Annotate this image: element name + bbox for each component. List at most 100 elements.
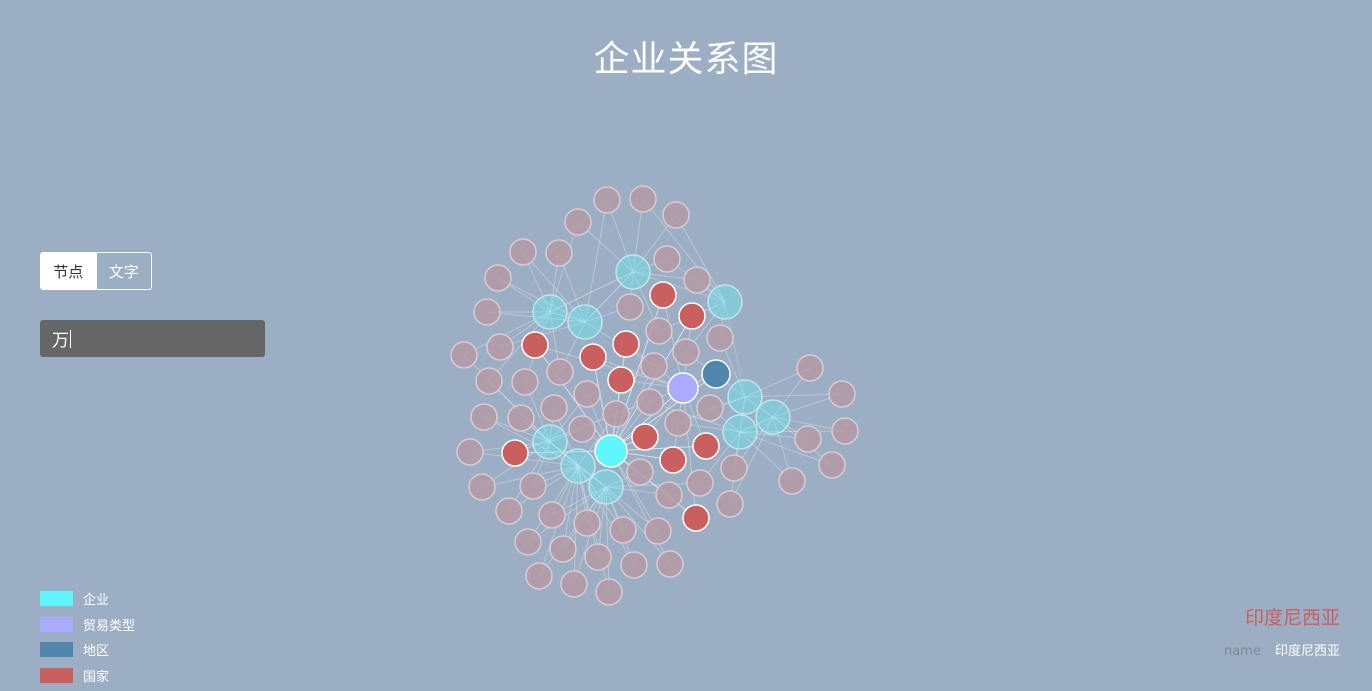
graph-edge (610, 450, 671, 565)
graph-node-faded[interactable] (720, 454, 748, 482)
graph-node-faded[interactable] (545, 239, 573, 267)
graph-node-enterprise-faded[interactable] (532, 424, 568, 460)
graph-node-country[interactable] (649, 281, 677, 309)
graph-node-country[interactable] (692, 432, 720, 460)
graph-node-faded[interactable] (818, 451, 846, 479)
graph-node-enterprise[interactable] (594, 434, 628, 468)
graph-node-faded[interactable] (626, 458, 654, 486)
node-info-panel: 印度尼西亚 name 印度尼西亚 (1224, 603, 1340, 659)
graph-node-faded[interactable] (644, 517, 672, 545)
search-input[interactable]: 万 (40, 320, 265, 357)
graph-node-faded[interactable] (645, 317, 673, 345)
graph-node-faded[interactable] (828, 380, 856, 408)
graph-node-country[interactable] (678, 302, 706, 330)
graph-node-faded[interactable] (525, 562, 553, 590)
graph-node-trade-type[interactable] (667, 372, 699, 404)
field-name-label: name (1223, 644, 1261, 659)
graph-node-faded[interactable] (470, 403, 498, 431)
graph-node-faded[interactable] (686, 469, 714, 497)
graph-node-enterprise-faded[interactable] (567, 304, 603, 340)
graph-node-country[interactable] (501, 439, 529, 467)
graph-node-faded[interactable] (519, 472, 547, 500)
graph-node-faded[interactable] (778, 467, 806, 495)
graph-node-enterprise-faded[interactable] (727, 379, 763, 415)
graph-node-faded[interactable] (683, 266, 711, 294)
graph-node-faded[interactable] (475, 367, 503, 395)
graph-node-faded[interactable] (602, 400, 630, 428)
graph-node-faded[interactable] (616, 293, 644, 321)
graph-edge (549, 441, 607, 488)
graph-node-faded[interactable] (560, 570, 588, 598)
graph-node-faded[interactable] (593, 186, 621, 214)
graph-node-country[interactable] (659, 446, 687, 474)
graph-edge (610, 450, 697, 519)
graph-node-country[interactable] (521, 331, 549, 359)
graph-node-faded[interactable] (831, 417, 859, 445)
graph-node-faded[interactable] (473, 298, 501, 326)
graph-node-faded[interactable] (662, 201, 690, 229)
graph-node-country[interactable] (612, 330, 640, 358)
graph-node-faded[interactable] (495, 497, 523, 525)
graph-node-enterprise-faded[interactable] (755, 399, 791, 435)
graph-edge (549, 441, 579, 467)
page-title: 企业关系图 (593, 39, 779, 80)
graph-node-faded[interactable] (486, 333, 514, 361)
graph-node-enterprise-faded[interactable] (615, 254, 651, 290)
graph-node-faded[interactable] (511, 368, 539, 396)
graph-node-faded[interactable] (636, 388, 664, 416)
graph-node-faded[interactable] (620, 551, 648, 579)
graph-node-faded[interactable] (509, 238, 537, 266)
graph-node-faded[interactable] (653, 245, 681, 273)
graph-node-faded[interactable] (514, 528, 542, 556)
graph-node-faded[interactable] (564, 208, 592, 236)
graph-node-country[interactable] (607, 366, 635, 394)
graph-node-faded[interactable] (664, 409, 692, 437)
graph-node-faded[interactable] (573, 380, 601, 408)
graph-node-faded[interactable] (546, 358, 574, 386)
graph-node-faded[interactable] (584, 543, 612, 571)
graph-node-country[interactable] (682, 504, 710, 532)
graph-node-faded[interactable] (656, 550, 684, 578)
graph-node-faded[interactable] (549, 535, 577, 563)
graph-node-faded[interactable] (568, 415, 596, 443)
display-mode-toggle[interactable]: 节点 文字 (40, 252, 152, 290)
graph-node-faded[interactable] (696, 394, 724, 422)
toggle-text-button[interactable]: 文字 (95, 253, 152, 289)
graph-node-faded[interactable] (672, 338, 700, 366)
graph-node-faded[interactable] (794, 425, 822, 453)
graph-node-faded[interactable] (629, 185, 657, 213)
graph-node-faded[interactable] (640, 352, 668, 380)
graph-node-faded[interactable] (450, 341, 478, 369)
graph-node-enterprise-faded[interactable] (722, 414, 758, 450)
graph-edge (463, 311, 551, 356)
graph-node-faded[interactable] (716, 490, 744, 518)
graph-node-faded[interactable] (796, 354, 824, 382)
legend-item-country[interactable]: 国家 (40, 663, 135, 689)
graph-node-faded[interactable] (468, 473, 496, 501)
legend-item-trade-type[interactable]: 贸易类型 (40, 612, 135, 638)
graph-node-faded[interactable] (540, 394, 568, 422)
graph-node-enterprise-faded[interactable] (588, 469, 624, 505)
graph-node-faded[interactable] (706, 324, 734, 352)
graph-node-country[interactable] (579, 343, 607, 371)
graph-node-faded[interactable] (507, 404, 535, 432)
search-input-value: 万 (52, 331, 69, 351)
graph-node-faded[interactable] (573, 509, 601, 537)
graph-node-faded[interactable] (655, 481, 683, 509)
graph-node-faded[interactable] (609, 516, 637, 544)
graph-node-faded[interactable] (538, 501, 566, 529)
legend-swatch (40, 667, 73, 683)
graph-node-country[interactable] (631, 423, 659, 451)
graph-node-enterprise-faded[interactable] (532, 294, 568, 330)
graph-node-enterprise-faded[interactable] (707, 284, 743, 320)
legend-item-region[interactable]: 地区 (40, 637, 135, 663)
graph-edge (642, 198, 726, 303)
graph-node-faded[interactable] (595, 578, 623, 606)
legend-item-enterprise[interactable]: 企业 (40, 586, 135, 612)
graph-node-region[interactable] (701, 359, 731, 389)
graph-node-faded[interactable] (484, 264, 512, 292)
graph-node-faded[interactable] (456, 438, 484, 466)
toggle-node-button[interactable]: 节点 (41, 253, 96, 289)
graph-node-enterprise-faded[interactable] (560, 448, 596, 484)
